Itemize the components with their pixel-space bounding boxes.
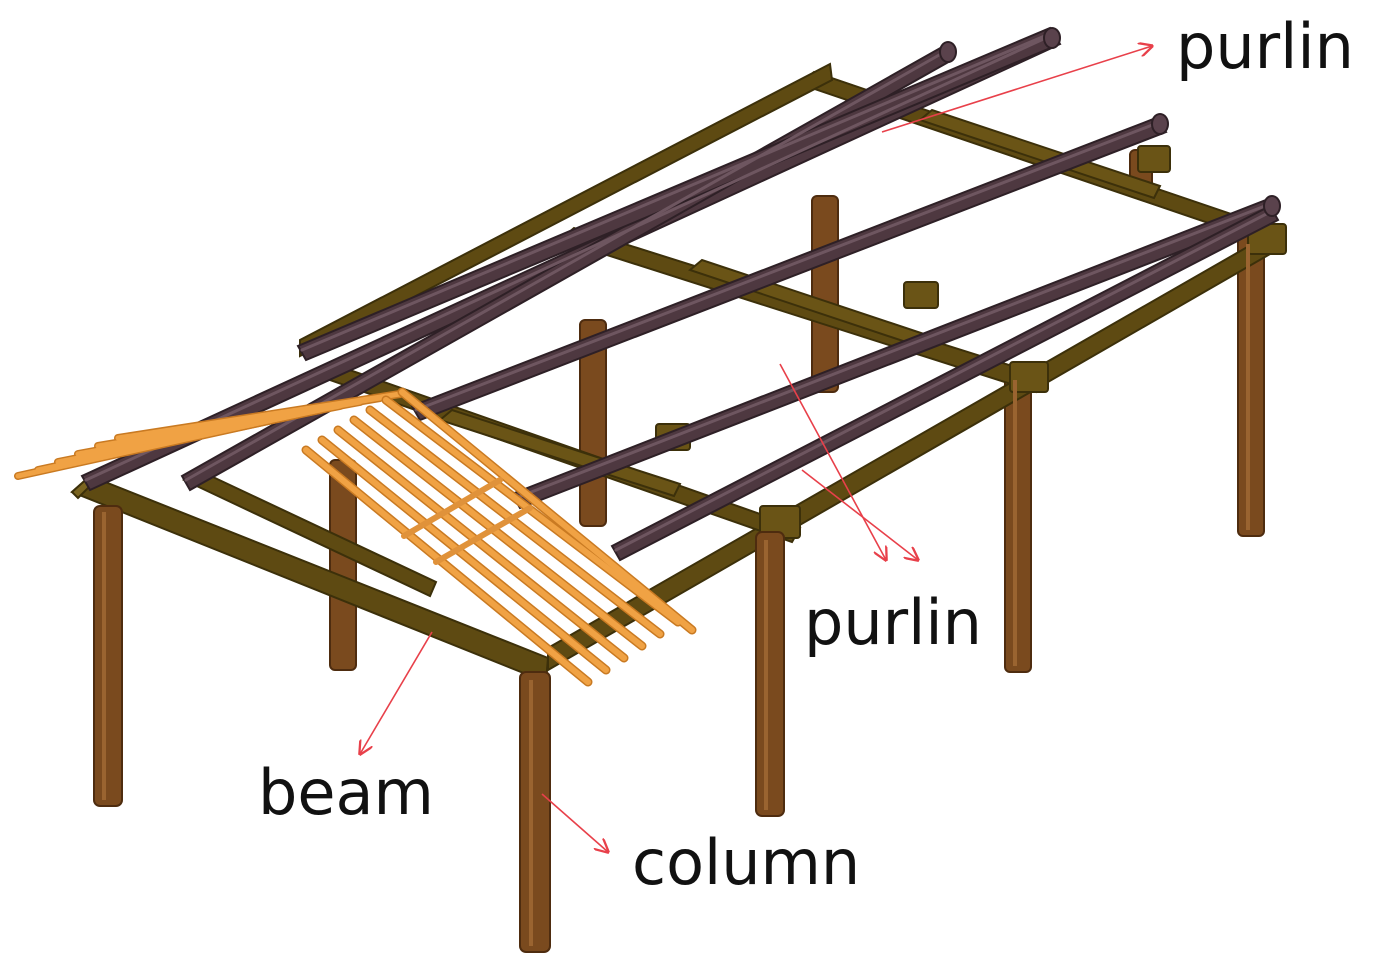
rafters-right-slope-fill (303, 389, 695, 685)
column (755, 531, 785, 817)
purlin-label-middle: purlin (804, 586, 982, 659)
beam-block (903, 281, 939, 309)
beam (917, 108, 1162, 200)
column (1237, 235, 1265, 537)
beam (687, 258, 932, 350)
beam (70, 474, 550, 684)
column-arrow (541, 793, 608, 852)
rafters-left-slope-fill (15, 391, 403, 479)
column (1004, 371, 1032, 673)
beams (70, 62, 1286, 684)
pointer-arrows (360, 46, 1152, 852)
purlin-end-caps (939, 27, 1281, 217)
purlin-top-arrow (881, 46, 1152, 133)
rafter-battens (401, 477, 533, 565)
beam-arrow (360, 631, 433, 754)
beam-block (1137, 145, 1171, 173)
columns-back (329, 149, 1265, 673)
column (519, 671, 551, 953)
column-label: column (632, 826, 861, 899)
beam-block (1009, 361, 1049, 393)
column (93, 505, 123, 807)
column-highlights (102, 244, 1250, 946)
purlin-mid-arrow-1 (779, 363, 886, 560)
columns-front (93, 505, 785, 953)
column (811, 195, 839, 393)
purlins (80, 26, 1280, 562)
purlin-label-top: purlin (1176, 10, 1354, 83)
purlin-mid-arrow-2 (801, 469, 918, 560)
beam-label: beam (258, 756, 434, 829)
purlin-highlights (84, 30, 1276, 552)
